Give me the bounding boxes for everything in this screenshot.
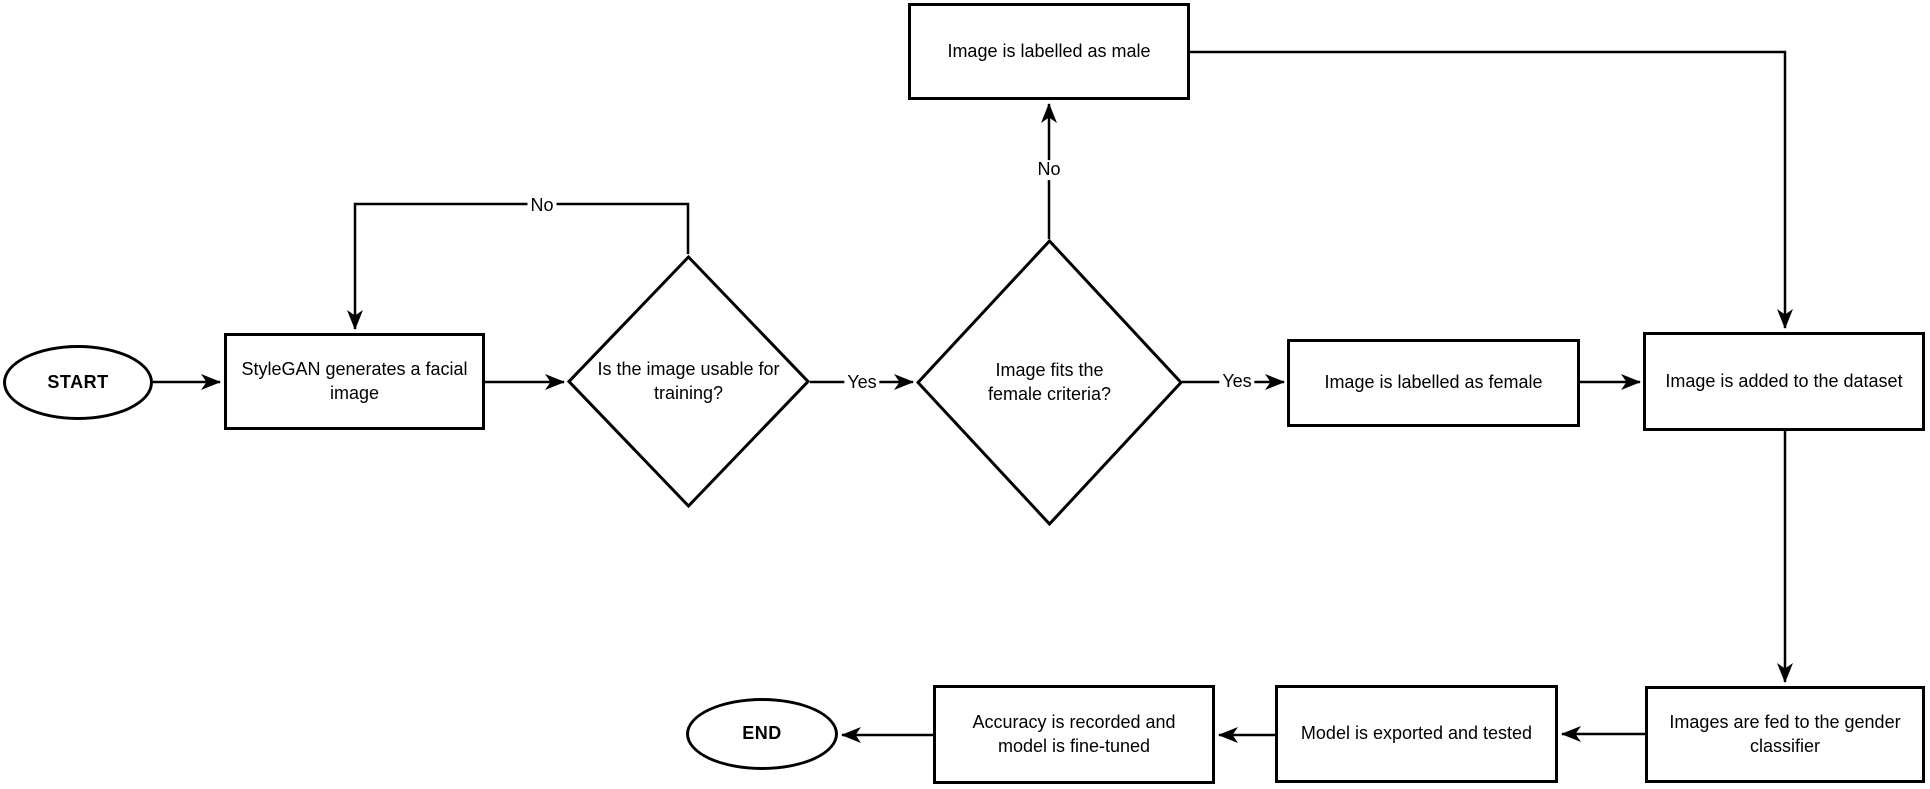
edge-usable-no-loop: [347, 202, 690, 330]
male-label-node: Image is labelled as male: [908, 3, 1190, 100]
edge-label-criteria-yes: Yes: [1219, 371, 1255, 392]
start-node: START: [3, 345, 153, 420]
edge-male-to-dataset: [1190, 50, 1793, 329]
dataset-node-label: Image is added to the dataset: [1665, 370, 1903, 391]
diamond-shape: [567, 255, 810, 508]
classifier-node-label: Images are fed to the gender classifier: [1669, 712, 1901, 756]
dataset-node: Image is added to the dataset: [1643, 332, 1925, 431]
female-label-node: Image is labelled as female: [1287, 339, 1580, 427]
diamond-shape: [916, 239, 1183, 526]
model-node: Model is exported and tested: [1275, 685, 1558, 783]
end-node: END: [686, 698, 838, 770]
stylegan-node-label: StyleGAN generates a facial image: [241, 359, 468, 403]
female-decision-node: Image fits the female criteria?: [916, 239, 1183, 526]
female-decision-node-label: Image fits the female criteria?: [987, 360, 1112, 404]
usable-decision-node: Is the image usable for training?: [567, 255, 810, 508]
edge-label-criteria-no: No: [1034, 159, 1064, 180]
usable-decision-node-label: Is the image usable for training?: [597, 359, 780, 403]
accuracy-node-label: Accuracy is recorded and model is fine-t…: [972, 712, 1176, 756]
female-label-node-label: Image is labelled as female: [1324, 372, 1543, 393]
edge-label-usable-no: No: [527, 195, 557, 216]
end-node-label: END: [742, 723, 782, 744]
stylegan-node: StyleGAN generates a facial image: [224, 333, 485, 430]
male-label-node-label: Image is labelled as male: [947, 40, 1151, 61]
start-node-label: START: [47, 371, 109, 392]
accuracy-node: Accuracy is recorded and model is fine-t…: [933, 685, 1215, 784]
edge-label-usable-yes: Yes: [844, 372, 880, 393]
model-node-label: Model is exported and tested: [1300, 723, 1533, 744]
classifier-node: Images are fed to the gender classifier: [1645, 686, 1925, 783]
